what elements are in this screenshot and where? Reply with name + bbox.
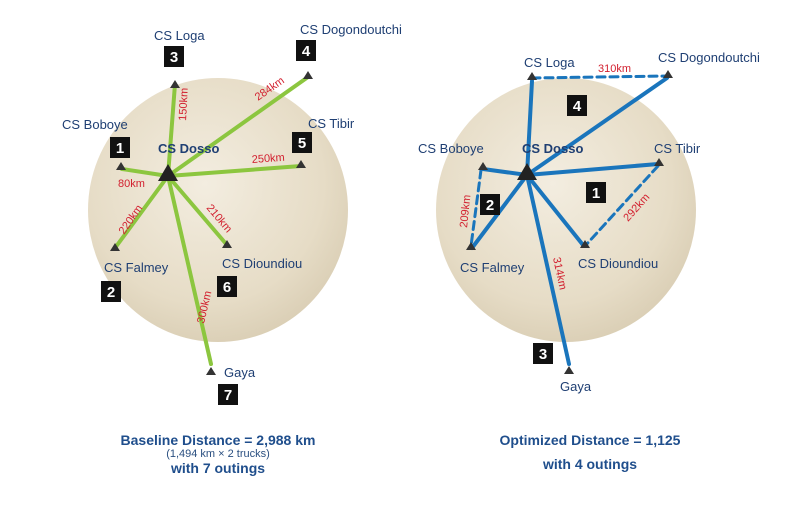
dioundiou-marker [580,240,590,248]
optimized-routes [469,74,669,366]
route-dioundiou [166,174,229,247]
svg-text:6: 6 [223,279,231,296]
route-badge-1: 1 [586,182,606,203]
route-boboye [120,167,170,178]
route-badge-3: 3 [533,343,553,364]
svg-text:1: 1 [592,185,600,202]
outing-badge-6: 6 [217,276,237,297]
loga-marker [527,72,537,80]
outing-badge-3: 3 [164,46,184,67]
falmey-marker [466,242,476,250]
optimized-diagram: CS Dosso CS Loga CS Dogondoutchi CS Bobo… [418,50,760,394]
route-loga [166,82,177,178]
outing-badge-5: 5 [292,132,312,153]
boboye-label: CS Boboye [62,117,128,132]
boboye-label: CS Boboye [418,141,484,156]
route-hub-loga [525,79,534,177]
dioundiou-label: CS Dioundiou [578,256,658,271]
boboye-marker [116,162,126,170]
dogondoutchi-marker [663,70,673,78]
baseline-diagram: CS Dosso CS Loga CS Dogondoutchi CS Bobo… [62,22,402,405]
distance-tibir: 250km [251,152,285,166]
tibir-label: CS Tibir [654,141,701,156]
hub-label: CS Dosso [158,141,219,156]
baseline-node-markers [110,71,313,375]
gaya-label: Gaya [560,379,592,394]
svg-text:4: 4 [302,43,311,60]
optimized-caption: Optimized Distance = 1,125 with 4 outing… [440,432,740,472]
route-boboye-falmey [469,168,483,248]
hub-label: CS Dosso [522,141,583,156]
optimized-node-markers [466,70,673,374]
loga-label: CS Loga [154,28,205,43]
route-hub-boboye [481,167,529,177]
svg-text:7: 7 [224,387,232,404]
tibir-label: CS Tibir [308,116,355,131]
dioundiou-marker [222,240,232,248]
svg-text:1: 1 [116,140,124,157]
baseline-caption: Baseline Distance = 2,988 km (1,494 km ×… [68,432,368,476]
falmey-label: CS Falmey [460,260,525,275]
route-falmey [113,174,170,250]
optimized-distance-text: Optimized Distance = 1,125 [499,432,681,448]
route-badge-4: 4 [567,95,587,116]
route-badge-2: 2 [480,194,500,215]
gaya-marker [206,367,216,375]
dogondoutchi-label: CS Dogondoutchi [658,50,760,65]
outing-badge-1: 1 [110,137,130,158]
dogondoutchi-marker [303,71,313,79]
baseline-region-circle [88,78,348,342]
hub-marker [517,163,537,180]
baseline-distance-text: Baseline Distance = 2,988 km [120,432,316,448]
route-hub-dogondoutchi [525,76,669,177]
route-hub-tibir [525,162,660,177]
dioundiou-label: CS Dioundiou [222,256,302,271]
baseline-routes [113,75,310,366]
route-gaya [166,174,213,366]
distance-boboye-falmey: 209km [458,194,473,228]
svg-text:4: 4 [573,98,582,115]
svg-text:5: 5 [298,135,306,152]
gaya-marker [564,366,574,374]
route-tibir [166,164,303,178]
svg-text:2: 2 [107,284,115,301]
falmey-marker [110,243,120,251]
baseline-outings-text: with 7 outings [170,460,266,476]
optimized-outings-text: with 4 outings [542,456,638,472]
outing-badge-7: 7 [218,384,238,405]
hub-marker [158,164,178,181]
optimized-region-circle [436,78,696,342]
svg-text:3: 3 [170,49,178,66]
distance-loga: 150km [177,88,191,122]
route-hub-gaya [525,173,571,366]
baseline-trucks-text: (1,494 km × 2 trucks) [166,448,270,460]
gaya-label: Gaya [224,365,256,380]
loga-marker [170,80,180,88]
tibir-marker [654,158,664,166]
outing-badge-2: 2 [101,281,121,302]
tibir-marker [296,160,306,168]
falmey-label: CS Falmey [104,260,169,275]
dogondoutchi-label: CS Dogondoutchi [300,22,402,37]
svg-text:3: 3 [539,346,547,363]
distance-boboye: 80km [118,178,145,190]
route-hub-dioundiou [525,173,585,247]
route-dogondoutchi [166,75,310,178]
outing-badge-4: 4 [296,40,316,61]
loga-label: CS Loga [524,55,575,70]
route-loga-dogondoutchi [530,74,669,80]
boboye-marker [478,162,488,170]
distance-loga-dogondoutchi: 310km [598,63,631,75]
route-tibir-dioundiou [583,164,660,248]
svg-text:2: 2 [486,197,494,214]
